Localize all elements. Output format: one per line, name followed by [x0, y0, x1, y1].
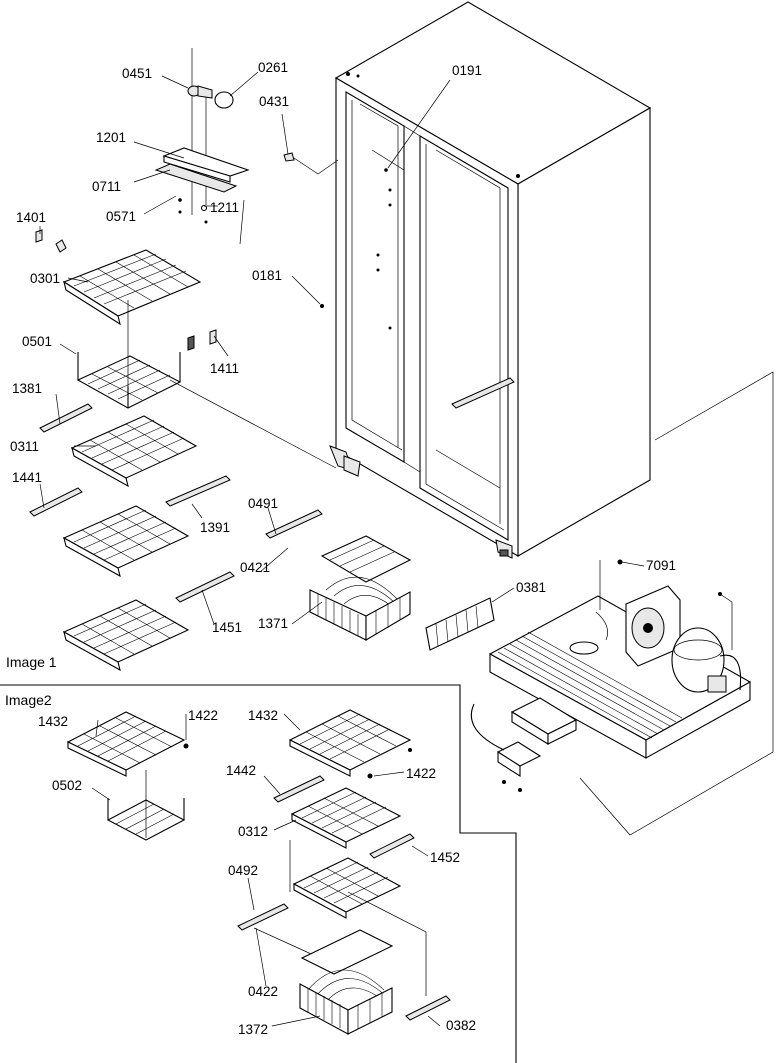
image2-section-border [0, 684, 517, 1063]
part-label: 0301 [30, 271, 60, 286]
part-label: 0501 [22, 334, 52, 349]
part-label: 0421 [240, 560, 270, 575]
section-label-image2: Image2 [5, 692, 52, 708]
part-label: 0571 [106, 209, 136, 224]
part-label: 1381 [12, 381, 42, 396]
part-label: 0451 [122, 66, 152, 81]
machine-base [488, 559, 752, 759]
part-label: 0261 [258, 60, 288, 75]
part-label: 1391 [200, 520, 230, 535]
refrigerator-cabinet [329, 1, 652, 559]
part-label: 1451 [212, 620, 242, 635]
part-label: 1441 [12, 470, 42, 485]
part-label: 0381 [516, 580, 546, 595]
base-section-outline [579, 371, 774, 836]
image2-left-basket [106, 770, 186, 841]
lamp-assembly [154, 48, 339, 308]
part-label: 1371 [258, 616, 288, 631]
part-label: 1201 [96, 130, 126, 145]
part-label: 0431 [259, 94, 289, 109]
image2-right-shelf-2 [273, 775, 415, 859]
freezer-lower-basket [265, 509, 495, 651]
part-label: 1422 [406, 766, 436, 781]
part-label: 0312 [238, 824, 268, 839]
part-label: 0422 [248, 984, 278, 999]
part-label: 1432 [38, 714, 68, 729]
image2-lower-basket [237, 903, 451, 1035]
part-label: 0191 [452, 63, 482, 78]
part-label: 1432 [248, 708, 278, 723]
part-label: 0491 [248, 496, 278, 511]
image2-left-shelf [66, 711, 189, 777]
part-label: 0382 [446, 1018, 476, 1033]
freezer-top-shelf [35, 229, 217, 351]
part-label: 7091 [646, 558, 676, 573]
part-label: 0502 [52, 778, 82, 793]
part-label: 0311 [10, 439, 39, 454]
part-labels: 0451 0261 0431 0191 1201 0711 0571 1211 … [10, 60, 676, 1037]
freezer-shelf-2 [39, 403, 231, 507]
part-label: 1452 [430, 850, 460, 865]
leader-lines [39, 71, 645, 1027]
image2-right-shelf-1 [288, 709, 412, 779]
part-label: 0711 [92, 179, 121, 194]
freezer-shelf-4 [62, 599, 190, 672]
freezer-basket [76, 300, 182, 409]
part-label: 1411 [210, 361, 239, 376]
image2-right-shelf-3 [289, 840, 427, 996]
part-label: 1442 [226, 763, 256, 778]
part-label: 0181 [252, 268, 282, 283]
part-label: 0492 [228, 863, 258, 878]
freezer-shelf-3 [29, 487, 235, 603]
part-label: 1372 [238, 1022, 268, 1037]
section-label-image1: Image 1 [6, 654, 57, 670]
part-label: 1422 [188, 708, 218, 723]
part-label: 1401 [16, 210, 46, 225]
control-box [470, 697, 578, 792]
part-label: 1211 [210, 200, 239, 215]
